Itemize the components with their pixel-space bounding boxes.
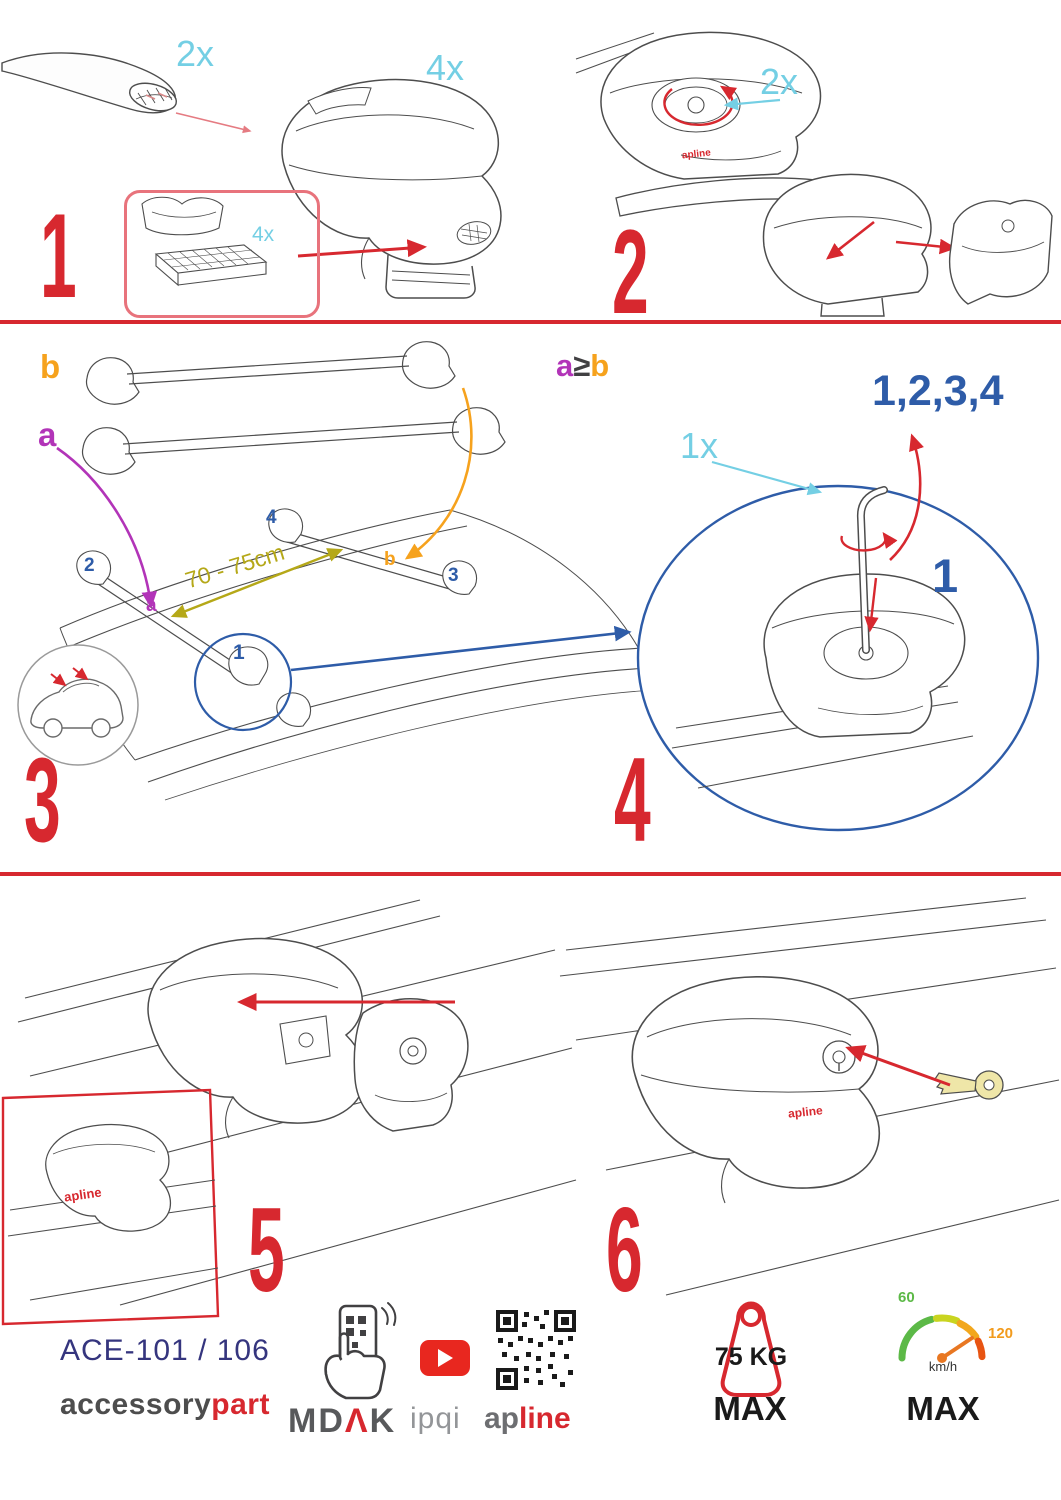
ipqi-logo: ipqi (410, 1402, 461, 1435)
brand-accessory: accessory (60, 1388, 212, 1421)
mdak-k: K (369, 1402, 397, 1440)
roof-pos-3: 3 (448, 565, 459, 586)
pad-art (141, 196, 268, 287)
roof-pos-2: 2 (84, 555, 95, 576)
step4-tool-qty: 1x (680, 425, 719, 466)
bar-b-pointer-arrow (404, 387, 473, 560)
distance-arrow (170, 548, 344, 618)
position-1-label: 1 (932, 549, 959, 602)
press-down-arrow (864, 577, 879, 633)
mdak-md: MD (288, 1402, 345, 1440)
foot-illustration (281, 78, 502, 299)
cover-cap-illustration (353, 997, 469, 1132)
step5-number: 5 (248, 1183, 285, 1317)
mdak-logo: MDΛK (288, 1404, 396, 1438)
divider-top (0, 320, 1061, 324)
bar-b-illustration (85, 341, 456, 405)
foot-lock-illustration (631, 976, 881, 1204)
step3-number: 3 (24, 733, 61, 867)
zoom-pointer-arrow (290, 625, 632, 672)
apline-brand-mark-step6: apline (787, 1103, 824, 1121)
step6-illustration (559, 897, 1060, 1296)
bar-a-label: a (38, 416, 57, 453)
rule-a: a (556, 348, 574, 383)
step1-number: 1 (40, 189, 77, 323)
rule-b: b (590, 348, 610, 383)
speed-unit-label: km/h (928, 1359, 958, 1374)
roof-bar-a-illustration (76, 550, 269, 686)
tighten-sequence-label: 1,2,3,4 (872, 367, 1004, 415)
weight-value: 75 KG (714, 1343, 788, 1371)
bar-a-pointer-arrow (56, 446, 158, 609)
step1-illustration (1, 52, 502, 299)
roof-pos-1: 1 (233, 641, 245, 664)
bar-a-illustration (81, 407, 506, 475)
detail-inset-frame (1, 1088, 220, 1326)
weight-icon (720, 1301, 782, 1397)
brand-part: part (211, 1388, 270, 1421)
key-illustration (934, 1070, 1004, 1100)
roof-pos-4: 4 (266, 507, 277, 528)
accessorypart-logo: accessorypart (60, 1390, 270, 1420)
bar-b-label: b (40, 348, 61, 385)
rubber-pad-inset-illustration (141, 196, 268, 287)
speed-60-label: 60 (898, 1289, 915, 1306)
step1-pad-qty: 4x (252, 223, 275, 246)
roof-bar-b-illustration (268, 508, 478, 727)
length-rule-label: a≥b (556, 350, 609, 381)
speedometer-icon (898, 1314, 986, 1363)
key-insert-arrow (845, 1045, 951, 1087)
step2-assembly-illustration (615, 173, 1053, 317)
step1-bar-qty: 2x (176, 33, 215, 74)
highlight-circle (193, 632, 293, 732)
foot-open-illustration (147, 937, 366, 1139)
step2-cap-qty: 2x (760, 61, 799, 102)
qr-code (494, 1308, 578, 1392)
apline-line: line (519, 1402, 571, 1435)
step4-number: 4 (614, 733, 651, 867)
play-icon (437, 1349, 453, 1367)
step2-illustration (575, 31, 1053, 317)
model-number: ACE-101 / 106 (60, 1334, 270, 1367)
step1-foot-qty: 4x (426, 47, 465, 88)
hex-key-illustration (856, 486, 888, 654)
inset-foot-illustration (7, 1123, 219, 1301)
scan-phone-icon (324, 1302, 397, 1400)
step5-illustration (1, 899, 577, 1326)
roof-bar-a-label: a (146, 595, 157, 616)
roof-bar-b-label: b (384, 549, 396, 570)
claw-piece-illustration (948, 199, 1053, 305)
car-inset-illustration (17, 644, 139, 766)
weight-max-label: MAX (713, 1390, 787, 1427)
tool-pointer-arrow (711, 460, 823, 496)
step2-number: 2 (612, 205, 649, 339)
speed-120-label: 120 (988, 1325, 1014, 1342)
step6-number: 6 (606, 1183, 643, 1317)
youtube-icon (420, 1340, 470, 1376)
mdak-lambda: Λ (344, 1402, 370, 1440)
speed-max-label: MAX (906, 1390, 980, 1427)
divider-bottom (0, 872, 1061, 876)
car-roof-illustration (59, 509, 656, 801)
rule-gte: ≥ (573, 348, 591, 383)
sequence-arrow (889, 433, 924, 561)
step3-illustration (17, 341, 656, 801)
step2-top-foot-illustration (575, 31, 822, 180)
apline-ap: ap (484, 1402, 520, 1435)
crossbar-illustration (1, 52, 252, 134)
pad-inset-frame (124, 190, 320, 318)
rotate-arrow (840, 532, 898, 552)
step4-illustration (636, 433, 1040, 832)
apline-logo: apline (484, 1404, 571, 1434)
